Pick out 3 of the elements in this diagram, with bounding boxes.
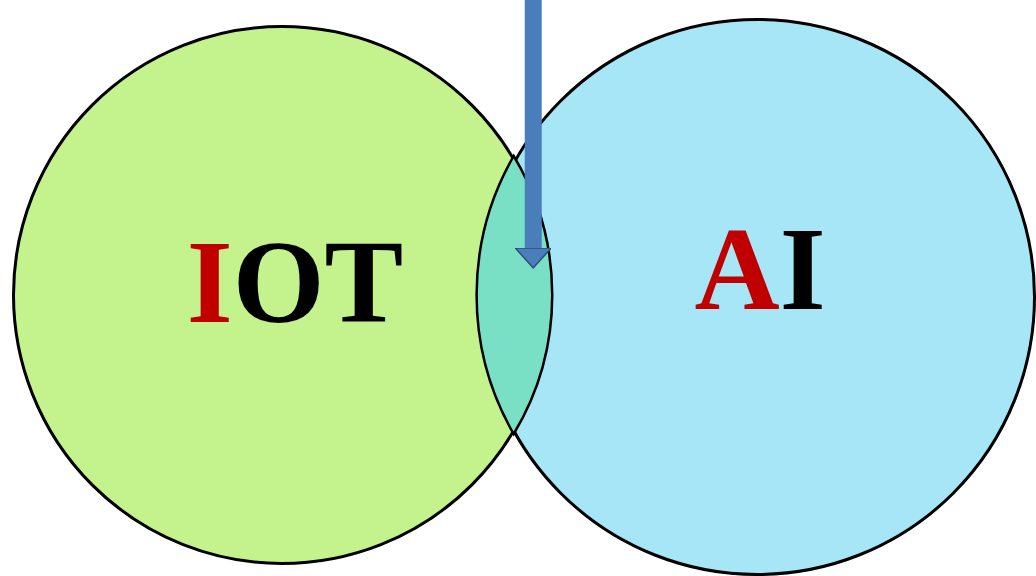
venn-label: IOT	[186, 224, 404, 342]
overlap-region	[475, 154, 553, 436]
venn-label: AI	[694, 211, 826, 329]
